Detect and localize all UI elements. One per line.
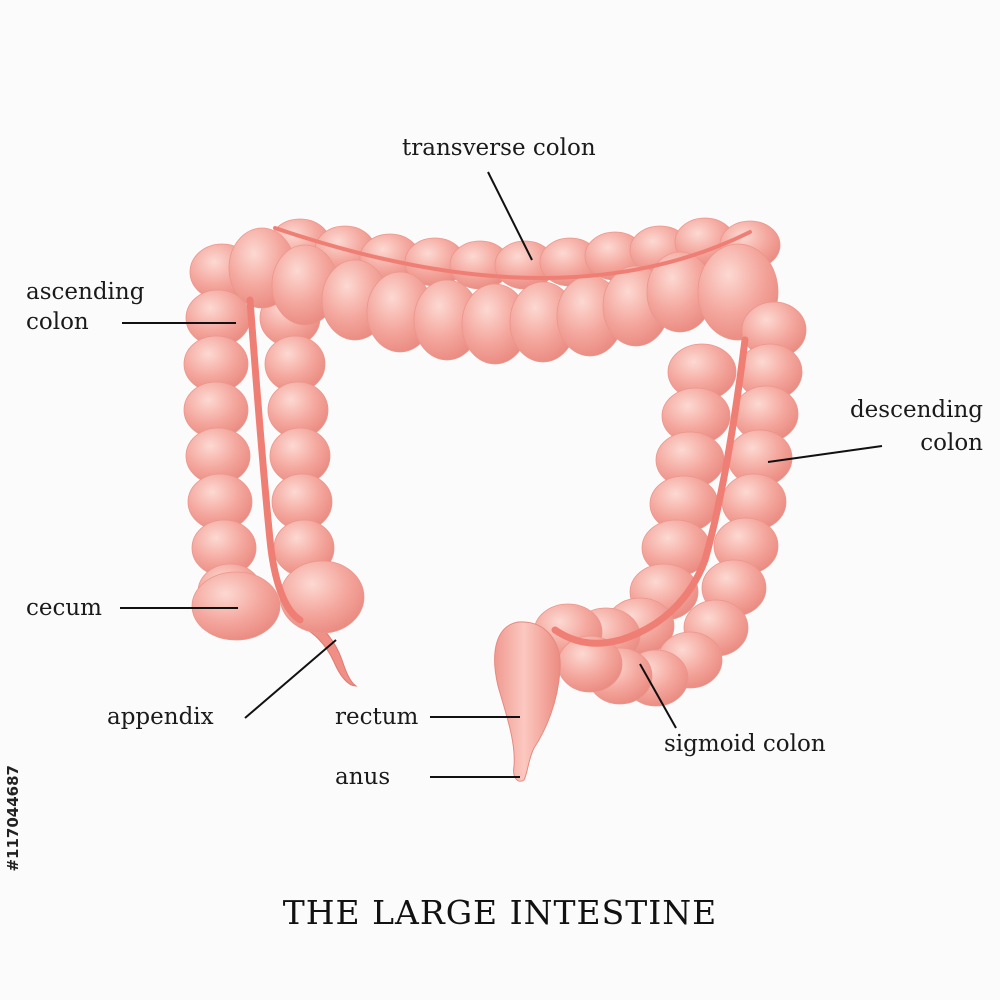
rectum-shape xyxy=(494,621,561,782)
transverse-taenia xyxy=(273,226,752,281)
label-descending-colon-line2: colon xyxy=(920,430,983,456)
leader-lines xyxy=(120,171,883,778)
label-ascending-colon-line1: ascending xyxy=(26,279,145,305)
cecum-segment xyxy=(279,560,365,634)
label-transverse-colon: transverse colon xyxy=(402,135,596,161)
leader-transverse-colon xyxy=(487,171,533,261)
label-rectum: rectum xyxy=(335,704,419,730)
stock-watermark-id: #117044687 xyxy=(4,765,22,872)
label-appendix: appendix xyxy=(107,704,214,730)
leader-appendix xyxy=(244,639,337,719)
intestine-segments xyxy=(183,217,807,782)
label-cecum: cecum xyxy=(26,595,102,621)
label-anus: anus xyxy=(335,764,391,790)
diagram-title: THE LARGE INTESTINE xyxy=(282,893,718,932)
ascending-taenia xyxy=(246,296,304,624)
descending-taenia xyxy=(551,336,749,647)
label-ascending-colon-line2: colon xyxy=(26,309,89,335)
label-sigmoid-colon: sigmoid colon xyxy=(664,731,826,757)
leader-sigmoid-colon xyxy=(639,663,677,729)
leader-descending-colon xyxy=(767,445,883,463)
cecum-segment xyxy=(191,571,281,641)
taenia-bands xyxy=(246,226,752,647)
label-descending-colon-line1: descending xyxy=(849,397,983,423)
